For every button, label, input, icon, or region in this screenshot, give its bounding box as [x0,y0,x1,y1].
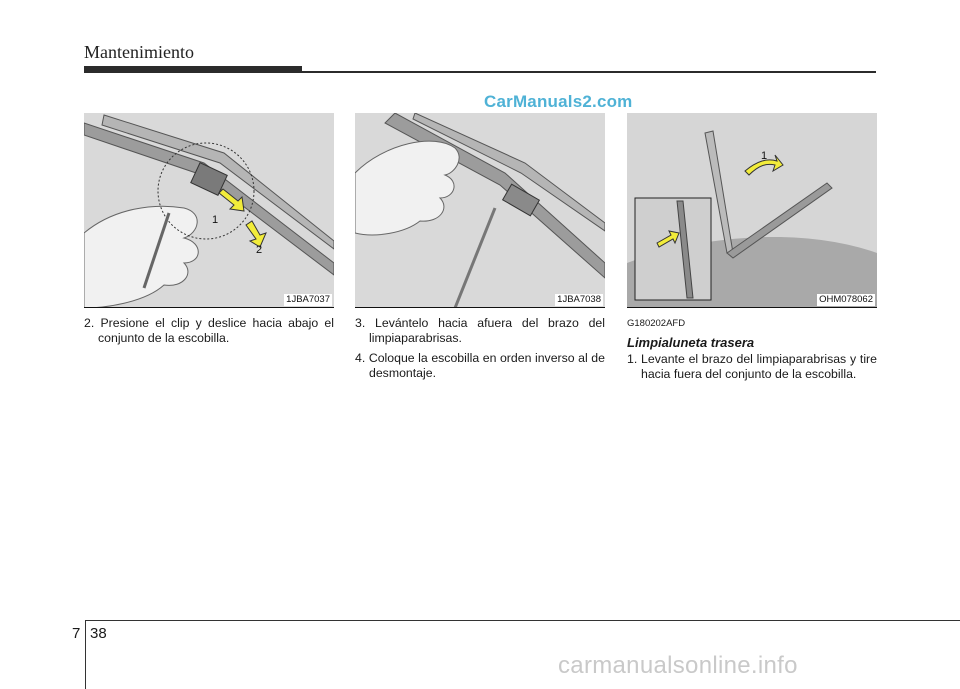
callout-2: 2 [256,244,262,256]
wiper-removal-illustration [355,113,605,308]
callout-1: 1 [761,150,767,162]
step-4: 4. Coloque la escobilla en orden inverso… [355,351,605,380]
rear-wiper-illustration: 1 [627,113,877,308]
column-3: G180202AFD Limpialuneta trasera 1. Levan… [627,316,877,387]
watermark-top[interactable]: CarManuals2.com [484,92,633,111]
figure-code: 1JBA7038 [555,294,603,306]
callout-1: 1 [212,214,218,226]
footer-rule [85,620,960,621]
header-rule [84,71,876,73]
figure-3: 1 OHM078062 [627,113,877,308]
header-bar [84,66,302,72]
column-1: 2. Presione el clip y deslice hacia abaj… [84,316,334,351]
step-3: 3. Levántelo hacia afuera del brazo del … [355,316,605,345]
page-number: 38 [90,625,107,642]
figure-rule [84,307,334,308]
footer-divider [85,620,86,689]
page-header-title: Mantenimiento [84,42,194,62]
figure-rule [355,307,605,308]
column-2: 3. Levántelo hacia afuera del brazo del … [355,316,605,386]
section-subheading: Limpialuneta trasera [627,335,755,350]
wiper-clip-illustration: 1 2 [84,113,334,308]
figure-1: 1 2 1JBA7037 [84,113,334,308]
step-2: 2. Presione el clip y deslice hacia abaj… [84,316,334,345]
watermark-bottom[interactable]: carmanualsonline.info [558,652,798,679]
figure-code: OHM078062 [817,294,875,306]
figure-rule [627,307,877,308]
figure-2: 1JBA7038 [355,113,605,308]
step-1: 1. Levante el brazo del limpiaparabrisas… [627,352,877,381]
section-code: G180202AFD [627,318,686,329]
figure-code: 1JBA7037 [284,294,332,306]
chapter-number: 7 [72,625,81,642]
